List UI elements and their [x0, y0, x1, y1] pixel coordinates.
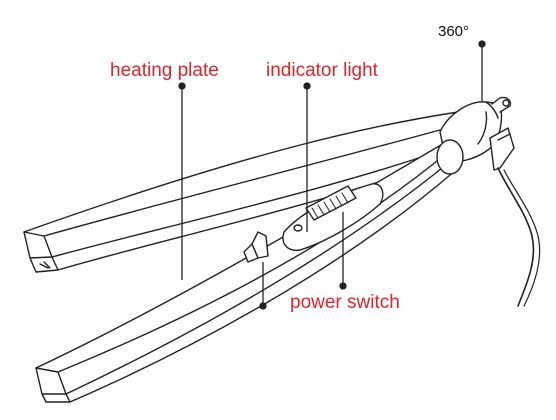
lock-clip: [243, 231, 269, 263]
power-cord: [497, 167, 535, 307]
straightener-drawing: [23, 96, 541, 403]
upper-arm: [23, 111, 459, 273]
hinge-assembly: [436, 96, 515, 175]
indicator-light-label: indicator light: [266, 60, 379, 81]
heating-plate-label: heating plate: [110, 60, 219, 81]
power-switch-label: power switch: [290, 292, 400, 313]
rotation-label: 360°: [438, 23, 469, 40]
leader-lines: [178, 40, 486, 310]
switch-housing: [282, 183, 384, 251]
